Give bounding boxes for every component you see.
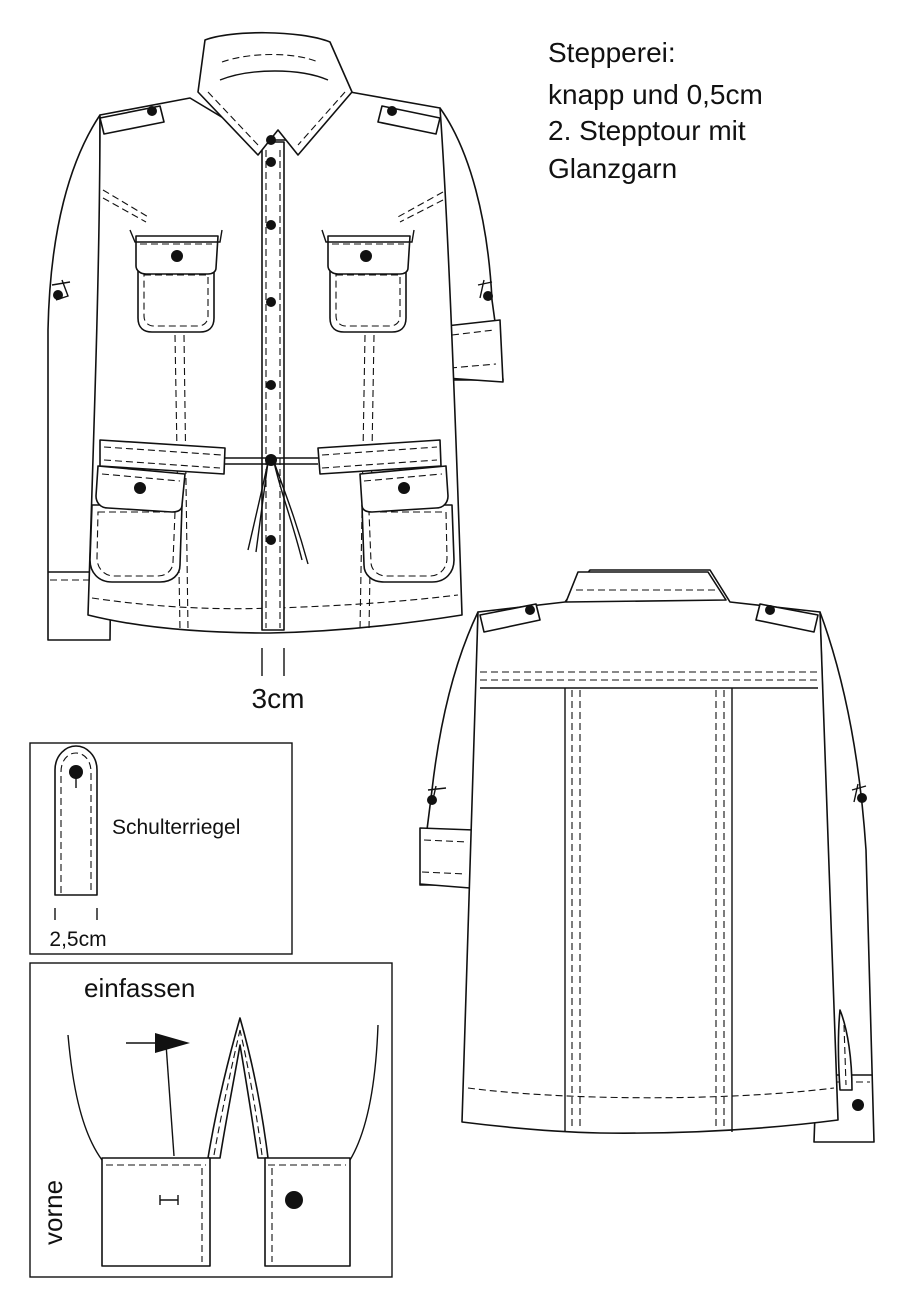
note-line-2: knapp und 0,5cm — [548, 79, 763, 110]
front-buttons — [265, 135, 277, 545]
shoulder-tab-width-label: 2,5cm — [49, 928, 106, 951]
note-line-4: Glanzgarn — [548, 153, 677, 184]
cuff-side-label: vorne — [38, 1180, 68, 1245]
cuff-detail-title: einfassen — [84, 973, 195, 1003]
cuff-left — [101, 1157, 211, 1267]
front-hip-pocket-right — [361, 504, 455, 583]
stitching-notes: Stepperei: knapp und 0,5cm 2. Stepptour … — [548, 37, 763, 184]
front-chest-button-left — [171, 250, 183, 262]
shoulder-tab-drawing — [54, 745, 98, 896]
front-hip-button-left — [134, 482, 146, 494]
cuff-detail — [29, 962, 393, 1278]
cuff-right — [264, 1157, 351, 1267]
cuff-button — [285, 1191, 303, 1209]
back-body — [461, 569, 839, 1134]
back-jacket — [419, 569, 875, 1143]
back-shoulder-tab-left — [479, 603, 541, 633]
back-collar — [565, 571, 727, 603]
note-line-3: 2. Stepptour mit — [548, 115, 746, 146]
front-drawstring — [247, 461, 309, 565]
placket-width-label: 3cm — [252, 683, 305, 714]
front-hip-pocket-left — [89, 504, 183, 583]
shoulder-tab-label: Schulterriegel — [112, 816, 240, 839]
front-right-sleeve-rollup — [445, 319, 504, 383]
note-line-1: Stepperei: — [548, 37, 676, 68]
shoulder-tab-detail — [29, 742, 293, 955]
front-hip-button-right — [398, 482, 410, 494]
front-jacket — [47, 31, 504, 676]
front-chest-button-right — [360, 250, 372, 262]
front-chest-pocket-right — [329, 267, 407, 333]
front-collar — [197, 31, 353, 156]
front-chest-pocket-left — [137, 267, 215, 333]
